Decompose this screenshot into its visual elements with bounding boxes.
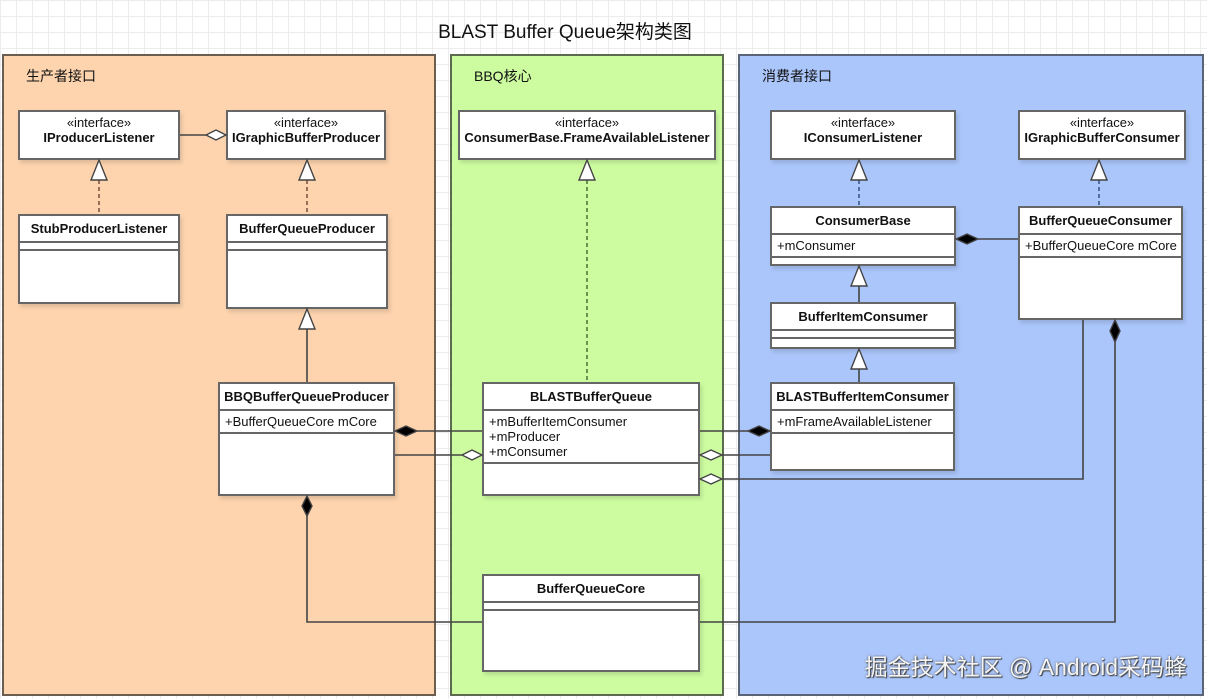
class-buffer-item-consumer[interactable]: BufferItemConsumer: [770, 302, 956, 349]
composition-diamond: [954, 233, 980, 245]
attributes-section: [20, 243, 178, 251]
interface-iproducer-listener[interactable]: «interface» IProducerListener: [18, 110, 180, 160]
group-producer: 生产者接口: [2, 54, 436, 696]
class-name: BufferQueueProducer: [228, 216, 386, 243]
interface-name: IProducerListener: [43, 130, 155, 145]
generalization-arrow: [849, 347, 869, 370]
generalization-arrow: [1089, 158, 1109, 181]
generalization-arrow: [849, 158, 869, 181]
interface-name: IGraphicBufferConsumer: [1024, 130, 1180, 145]
class-buffer-queue-consumer[interactable]: BufferQueueConsumer +BufferQueueCore mCo…: [1018, 206, 1183, 320]
stereotype-label: «interface»: [554, 115, 620, 130]
attribute: +mConsumer: [489, 444, 568, 459]
diagram-title: BLAST Buffer Queue架构类图: [438, 22, 692, 43]
class-name: BLASTBufferItemConsumer: [772, 384, 953, 411]
composition-line: [700, 342, 1116, 623]
interface-name: IConsumerListener: [803, 130, 923, 145]
generalization-arrow: [297, 158, 317, 181]
class-bbq-buffer-queue-producer[interactable]: BBQBufferQueueProducer +BufferQueueCore …: [218, 382, 395, 496]
class-buffer-queue-core[interactable]: BufferQueueCore: [482, 574, 700, 672]
class-name: BBQBufferQueueProducer: [220, 384, 393, 411]
attribute: +mConsumer: [777, 238, 856, 253]
attributes-section: [228, 243, 386, 251]
group-core-label: BBQ核心: [474, 68, 532, 84]
generalization-arrow: [297, 307, 317, 330]
composition-diamond: [301, 494, 313, 518]
group-consumer: 消费者接口: [738, 54, 1204, 696]
generalization-arrow: [577, 158, 597, 181]
aggregation-diamond: [698, 473, 724, 485]
class-name: BufferQueueCore: [484, 576, 698, 603]
class-buffer-queue-producer[interactable]: BufferQueueProducer: [226, 214, 388, 309]
attributes-section: [772, 331, 954, 339]
aggregation-line: [722, 320, 1084, 480]
attributes-section: +mConsumer: [772, 235, 954, 258]
class-name: BLASTBufferQueue: [484, 384, 698, 411]
attributes-section: +BufferQueueCore mCore: [220, 411, 393, 434]
attributes-section: +mFrameAvailableListener: [772, 411, 953, 434]
interface-igraphic-buffer-producer[interactable]: «interface» IGraphicBufferProducer: [226, 110, 386, 160]
composition-diamond: [746, 425, 772, 437]
interface-name: ConsumerBase.FrameAvailableListener: [464, 130, 710, 145]
attribute: +mFrameAvailableListener: [777, 414, 932, 429]
composition-diamond: [1109, 318, 1121, 344]
class-name: StubProducerListener: [20, 216, 178, 243]
class-consumer-base[interactable]: ConsumerBase +mConsumer: [770, 206, 956, 266]
class-blast-buffer-queue[interactable]: BLASTBufferQueue +mBufferItemConsumer +m…: [482, 382, 700, 496]
stereotype-label: «interface»: [273, 115, 339, 130]
stereotype-label: «interface»: [66, 115, 132, 130]
watermark: 掘金技术社区 @ Android采码蜂: [864, 654, 1187, 680]
attribute: +BufferQueueCore mCore: [1025, 238, 1177, 253]
attribute: +mBufferItemConsumer: [489, 414, 628, 429]
class-blast-buffer-item-consumer[interactable]: BLASTBufferItemConsumer +mFrameAvailable…: [770, 382, 955, 471]
class-name: BufferQueueConsumer: [1020, 208, 1181, 235]
attribute: +BufferQueueCore mCore: [225, 414, 377, 429]
class-stub-producer-listener[interactable]: StubProducerListener: [18, 214, 180, 304]
group-producer-label: 生产者接口: [26, 68, 96, 84]
attributes-section: [484, 603, 698, 611]
composition-diamond: [393, 425, 419, 437]
composition-line: [306, 516, 482, 623]
generalization-arrow: [89, 158, 109, 181]
aggregation-diamond: [204, 129, 228, 141]
attribute: +mProducer: [489, 429, 561, 444]
interface-igraphic-buffer-consumer[interactable]: «interface» IGraphicBufferConsumer: [1018, 110, 1186, 160]
stereotype-label: «interface»: [1069, 115, 1135, 130]
generalization-arrow: [849, 264, 869, 287]
attributes-section: +BufferQueueCore mCore: [1020, 235, 1181, 258]
attributes-section: +mBufferItemConsumer +mProducer +mConsum…: [484, 411, 698, 464]
aggregation-diamond: [460, 449, 484, 461]
class-name: BufferItemConsumer: [772, 304, 954, 331]
interface-iconsumer-listener[interactable]: «interface» IConsumerListener: [770, 110, 956, 160]
stereotype-label: «interface»: [830, 115, 896, 130]
group-consumer-label: 消费者接口: [762, 68, 832, 84]
class-name: ConsumerBase: [772, 208, 954, 235]
aggregation-diamond: [698, 449, 724, 461]
interface-name: IGraphicBufferProducer: [231, 130, 381, 145]
